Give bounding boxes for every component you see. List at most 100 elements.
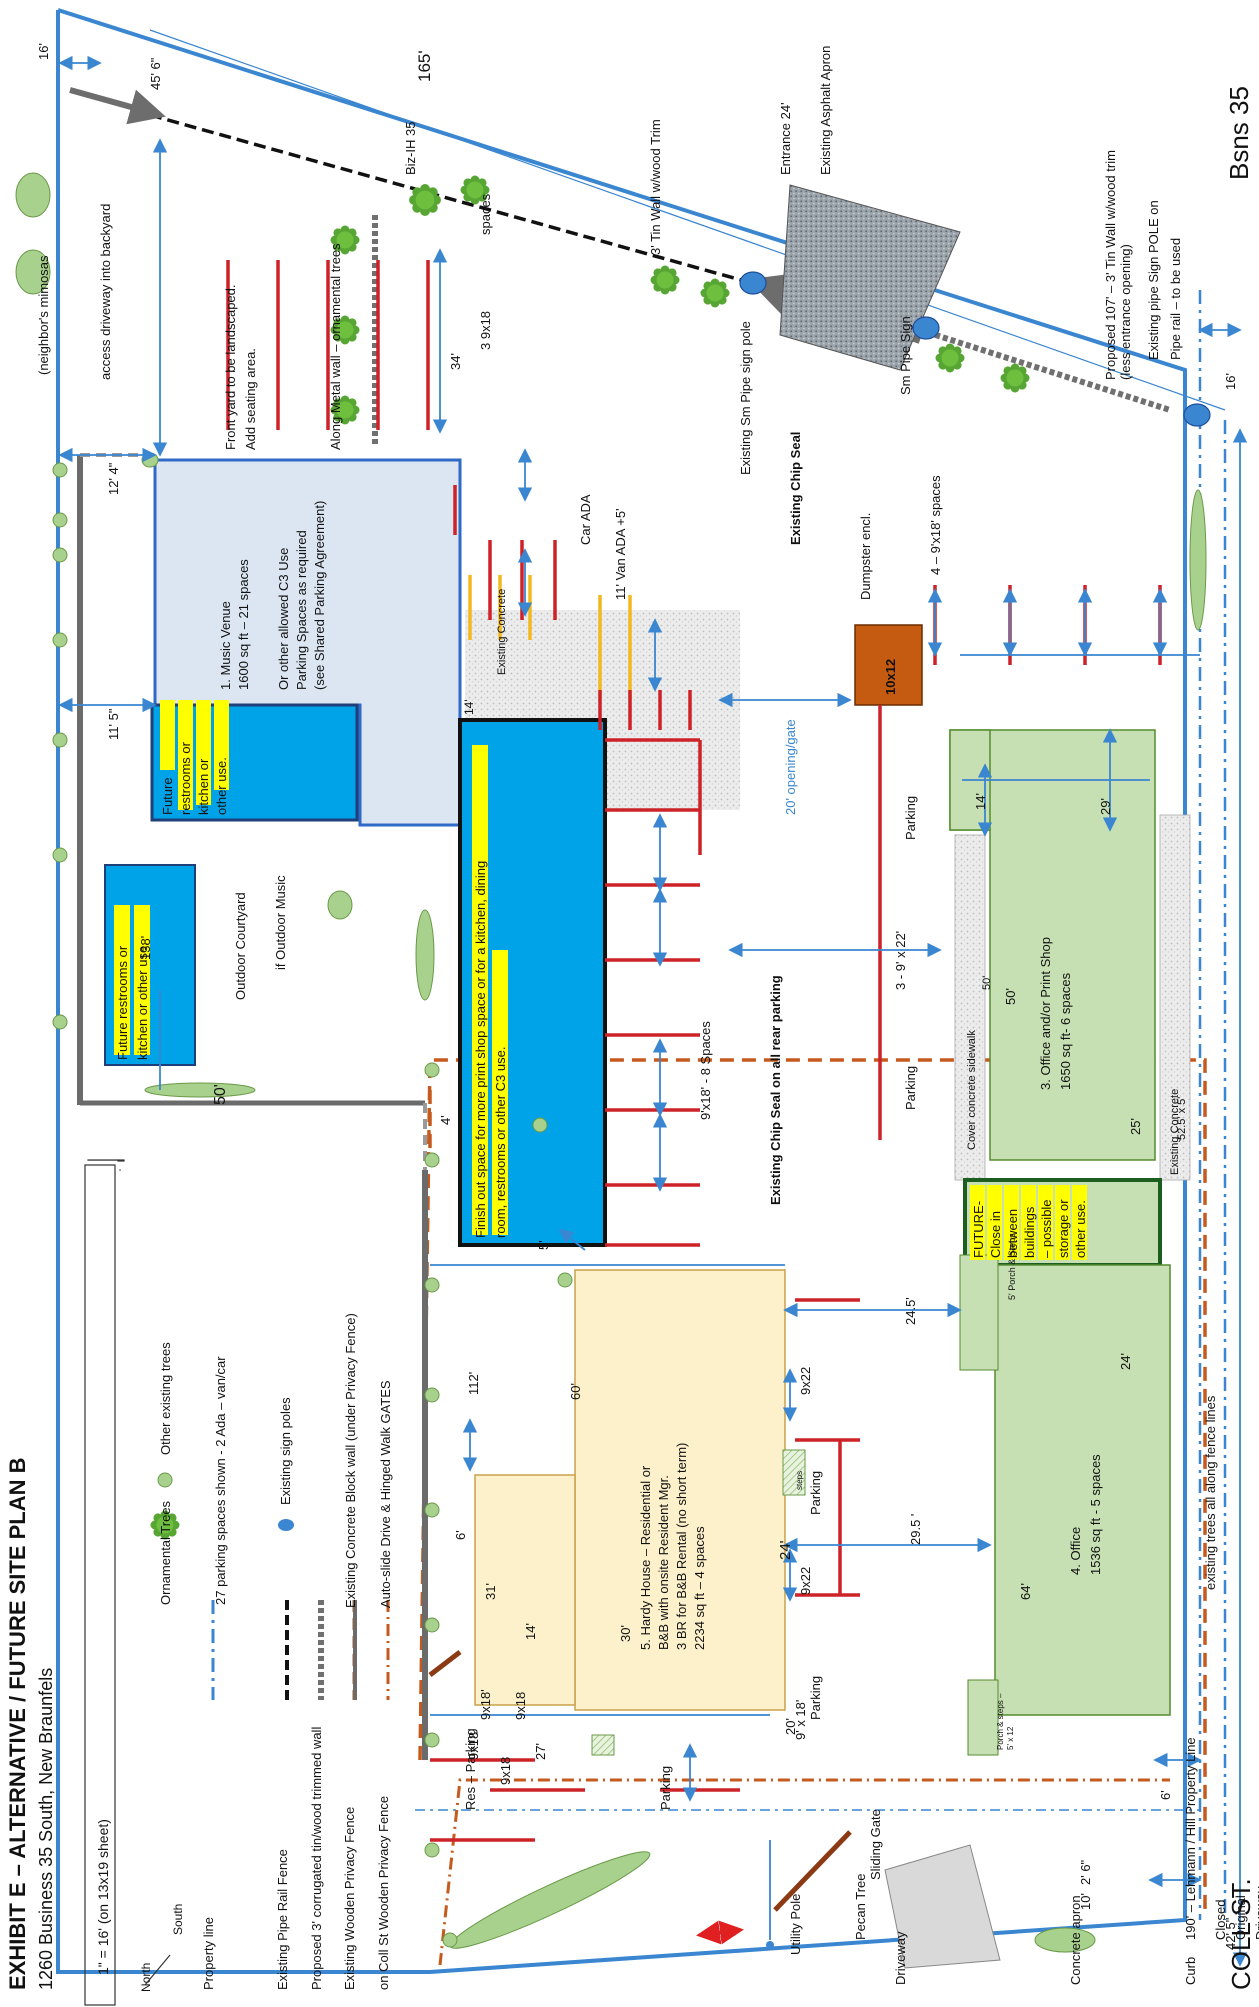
site-label: Along Metal wall – ornamental trees: [328, 243, 343, 450]
existing-tree-icon: [532, 1117, 548, 1133]
site-label: Parking: [903, 796, 918, 840]
future-close-label: other use.: [1073, 1200, 1088, 1258]
existing-concrete-strip: [1159, 814, 1191, 1181]
ornamental-tree-icon: [330, 225, 360, 255]
dimension-label: spaces: [478, 193, 493, 235]
dimension-label: 9x22: [798, 1367, 813, 1395]
highlight-box: [114, 905, 130, 1055]
ornamental-tree-icon: [330, 395, 360, 425]
sign-pole-icon: [1183, 403, 1211, 427]
walk-gate: [428, 1650, 462, 1677]
block-walls: [77, 215, 1171, 1760]
dimension-label: 6': [453, 1530, 468, 1540]
dimension-label: 3 9x18: [478, 311, 493, 350]
existing-tree-icon: [424, 1617, 440, 1633]
site-label: 5' Porch & Steps: [1007, 1233, 1017, 1300]
site-label: (neighbor's mimosas: [36, 255, 51, 375]
site-label: Existing Asphalt Apron: [818, 46, 833, 175]
site-label: Driveway: [1253, 1886, 1259, 1940]
future-restrooms-label: restrooms or: [178, 741, 193, 815]
existing-tree-icon: [144, 1082, 256, 1098]
dimension-label: 42' 5": [1223, 1917, 1238, 1950]
dimension-label: 12' 4": [106, 462, 121, 495]
highlight-box: [178, 700, 193, 810]
music-venue-label: 1600 sq ft – 21 spaces: [236, 559, 251, 690]
asphalt-apron: [779, 184, 961, 371]
dimension-label: 3 - 9' x 22': [893, 931, 908, 990]
site-label: if Outdoor Music: [273, 875, 288, 970]
dimension-label: 9x18: [513, 1692, 528, 1720]
dumpster-size-label: 10x12: [883, 659, 898, 695]
dimension-label: 50': [1003, 988, 1018, 1005]
legend-sign-poles: Existing sign poles: [278, 1397, 293, 1505]
site-label: Front yard to be landscaped.: [223, 285, 238, 451]
wooden-privacy-fence: [418, 1058, 1207, 1910]
legend-pipe-rail: Existing Pipe Rail Fence: [275, 1849, 290, 1990]
dimension-label: 25': [1128, 1118, 1143, 1135]
hardy-steps-2: [591, 1734, 615, 1756]
sign-pole-icon: [739, 271, 767, 295]
site-label: Existing Concrete: [496, 589, 508, 675]
closed-driveway-arrow: [696, 1920, 744, 1945]
highlight-box: [970, 1185, 985, 1260]
existing-tree-icon: [52, 847, 68, 863]
existing-tree-icon: [424, 1387, 440, 1403]
site-label: 20' opening/gate: [783, 719, 798, 815]
ornamental-tree-icon: [935, 343, 965, 373]
dimension-label: 24': [777, 1540, 794, 1560]
legend-ornamental: Ornamental Trees: [158, 1500, 173, 1605]
existing-tree-icon: [415, 909, 435, 1001]
existing-tree-icon: [557, 1272, 573, 1288]
dimension-label: 24': [1118, 1353, 1133, 1370]
existing-tree-icon: [449, 1851, 651, 1949]
coll-st-wooden-fence: [438, 1778, 1170, 1966]
future-close-label: buildings: [1022, 1206, 1037, 1258]
finish-out-label: Finish out space for more print shop spa…: [473, 861, 488, 1238]
dimension-label: 9'x18' - 8 Spaces: [698, 1021, 713, 1120]
ornamental-tree-icon: [409, 184, 441, 216]
existing-tree-icon: [424, 1277, 440, 1293]
highlight-box: [472, 745, 488, 1235]
legend-parking-count: 27 parking spaces shown - 2 Ada – van/ca…: [213, 1356, 228, 1605]
legend-frame: [84, 1164, 116, 2006]
site-label: steps: [795, 1471, 804, 1490]
hardy-steps-1: [782, 1449, 806, 1496]
buildings: [104, 458, 1171, 1756]
compass-north: North: [139, 1963, 153, 1992]
site-label: Parking: [903, 1066, 918, 1110]
future-restrooms-label: Future: [160, 777, 175, 815]
tin-wall-diagonal: [919, 327, 1171, 413]
site-label: Existing Chip Seal on all rear parking: [768, 975, 783, 1205]
site-label: Existing Chip Seal: [788, 432, 803, 545]
office-4-building: [994, 1264, 1171, 1716]
site-label: Parking: [658, 1766, 673, 1810]
site-label: 5' x 12: [1006, 1726, 1015, 1750]
auto-slide-gate: [773, 1830, 852, 1912]
ornamental-tree-icon: [700, 278, 730, 308]
site-label: Curb: [1183, 1957, 1198, 1985]
site-label: 3' Tin Wall w/wood Trim: [648, 119, 663, 255]
ornamental-tree-icon: [1000, 363, 1030, 393]
site-label: Existing pipe Sign POLE on: [1146, 200, 1161, 360]
existing-tree-icon: [52, 1014, 68, 1030]
gates: [428, 1650, 852, 1945]
site-label: Outdoor Courtyard: [233, 892, 248, 1000]
dimension-label: 2' 6": [1078, 1859, 1093, 1885]
office-3-label: 3. Office and/or Print Shop: [1038, 937, 1053, 1090]
hardy-house-wing: [474, 1474, 576, 1706]
hardy-house-label: 5. Hardy House – Residential or: [638, 1465, 653, 1650]
dimension-label: 11' 5": [106, 708, 121, 740]
site-label: Add seating area.: [243, 348, 258, 450]
legend-block-wall: Existing Concrete Block wall (under Priv…: [343, 1313, 358, 1608]
dimension-label: 112': [466, 1372, 481, 1395]
dimension-label: 34': [448, 353, 463, 370]
future-close-label: between: [1005, 1209, 1020, 1258]
music-venue-label: Or other allowed C3 Use: [276, 548, 291, 690]
highlight-box: [214, 700, 229, 790]
existing-tree-icon: [442, 1932, 458, 1948]
site-label: Dumpster encl.: [858, 513, 873, 600]
dimension-label: 16': [36, 43, 51, 60]
site-label: Cover concrete sidewalk: [966, 1030, 978, 1150]
legend-tree-icon: [157, 1472, 173, 1488]
dimension-label: 50': [981, 976, 993, 990]
